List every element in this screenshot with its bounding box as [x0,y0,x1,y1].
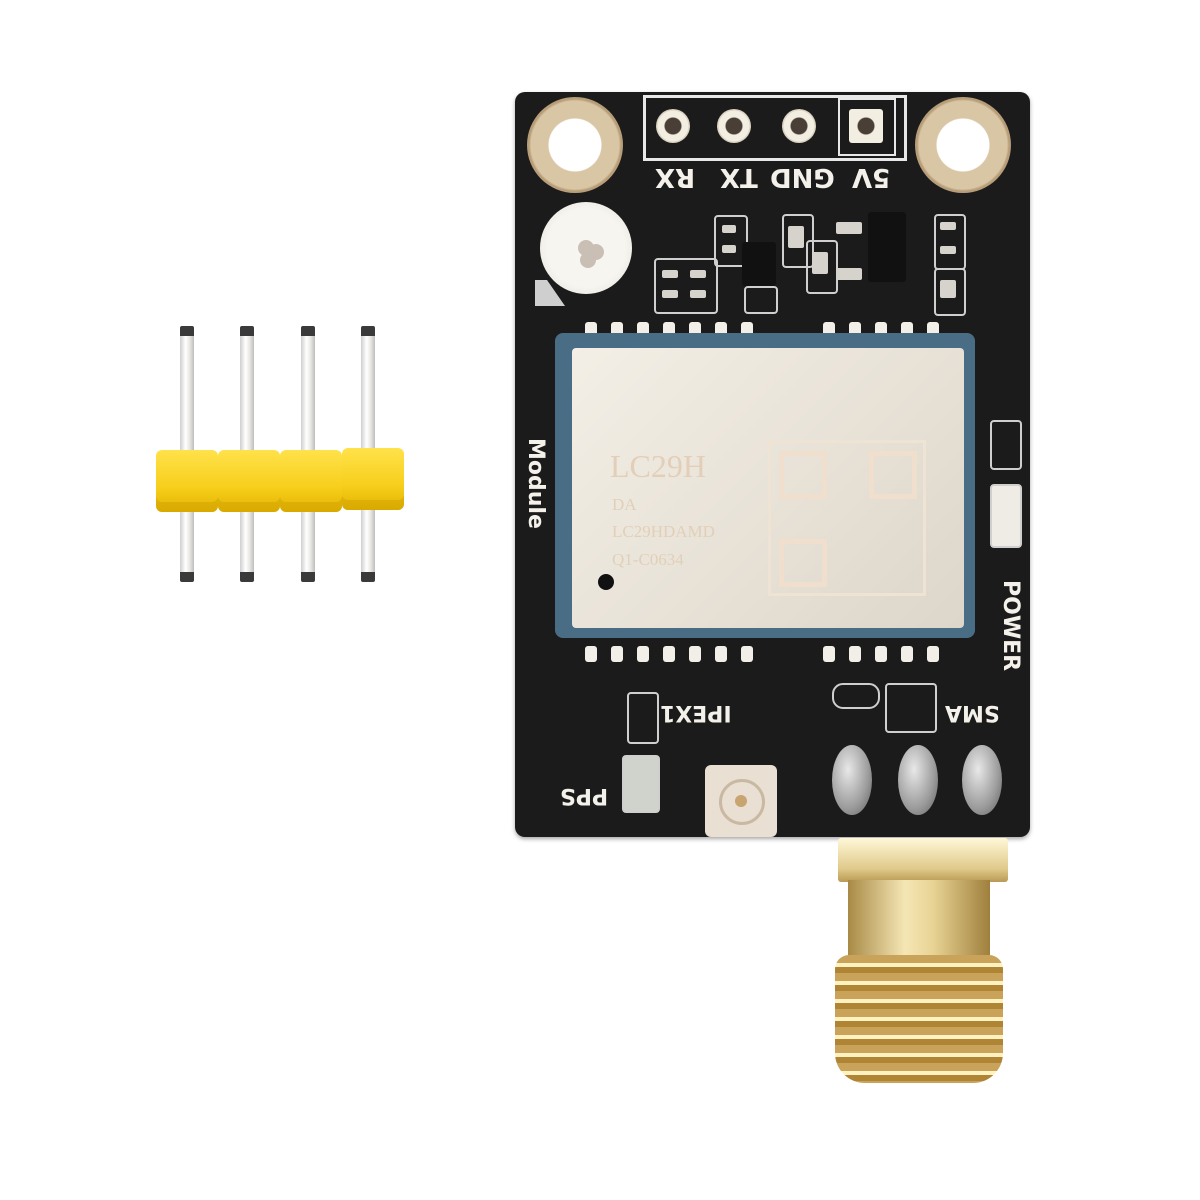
smd-footprint [714,215,748,267]
transistor-ic [742,242,776,286]
module-name: LC29H [610,448,706,484]
smd-footprint [990,420,1022,470]
module-variant: DA [612,495,637,514]
silkscreen-label-power: POWER [998,580,1023,672]
silkscreen-label-5v: 5V [852,162,891,192]
silkscreen-label-ipex1: IPEX1 [660,700,732,725]
pin-tip [361,326,375,336]
module-part-number: LC29HDAMD [612,522,715,541]
pin-tip [361,572,375,582]
qr-code [768,440,926,596]
header-housing-segment [280,450,342,512]
smd-pad [940,222,956,230]
smd-footprint [885,683,937,733]
through-hole-tx [717,109,751,143]
pin-header [150,320,410,590]
pin-tip [180,326,194,336]
round-component-dots [578,240,594,256]
silkscreen-label-pps: PPS [560,783,609,808]
header-housing-segment [156,450,218,512]
smd-pad [722,225,736,233]
silkscreen-label-gnd: GND [770,162,835,192]
smd-pad [940,246,956,254]
through-hole-gnd [782,109,816,143]
pin-tip [240,326,254,336]
smd-pad [690,270,706,278]
ufl-ring [719,779,765,825]
smd-footprint [744,286,778,314]
smd-pad [812,252,828,274]
module-lot-code: Q1-C0634 [612,550,684,569]
smd-pad [788,226,804,248]
regulator-ic [868,212,906,282]
smd-pad [690,290,706,298]
sma-solder-joint [898,745,938,815]
pin-tip [240,572,254,582]
smd-footprint [934,268,966,316]
smd-footprint [832,683,880,709]
header-housing-segment [342,448,404,510]
header-housing-segment [218,450,280,512]
smd-pad [836,222,862,234]
sma-connector-body [848,880,990,960]
through-hole-rx [656,109,690,143]
pin-tip [301,572,315,582]
through-hole-5v [849,109,883,143]
smd-footprint [806,240,838,294]
silkscreen-label-rx: RX [655,162,696,192]
ipex1-antenna-connector[interactable] [705,765,777,837]
pin1-dot [598,574,614,590]
sma-solder-joint [962,745,1002,815]
mounting-hole-right [915,97,1011,193]
smd-pad [836,268,862,280]
smd-footprint [627,692,659,744]
silkscreen-label-sma: SMA [945,700,1000,725]
smd-footprint [654,258,718,314]
smd-pad [722,245,736,253]
pin-tip [180,572,194,582]
power-led [990,484,1022,548]
smd-pad [940,280,956,298]
sma-antenna-connector[interactable] [835,955,1003,1083]
sma-solder-joint [832,745,872,815]
smd-pad [662,290,678,298]
silkscreen-label-tx: TX [720,162,758,192]
pps-led [622,755,660,813]
silkscreen-label-module: Module [523,438,548,529]
mounting-hole-left [527,97,623,193]
pin1-outline [838,98,896,156]
ufl-center-pin [735,795,747,807]
header-footprint-outline [643,95,907,161]
sma-connector-flange [838,838,1008,882]
pin-tip [301,326,315,336]
smd-pad [662,270,678,278]
